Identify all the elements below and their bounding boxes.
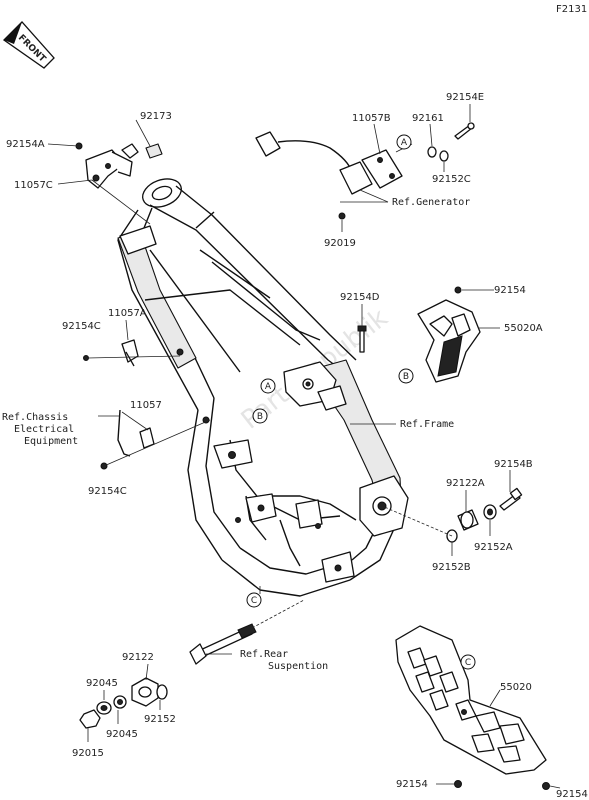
pivot-bolt: [189, 623, 257, 665]
label-92015: 92015: [72, 748, 104, 759]
label-92154b: 92154B: [494, 459, 533, 470]
label-92152: 92152: [144, 714, 176, 725]
label-92122: 92122: [122, 652, 154, 663]
ref-frame: Ref.Frame: [400, 419, 454, 430]
label-92045-b: 92045: [106, 729, 138, 740]
label-55020: 55020: [500, 682, 532, 693]
label-11057b: 11057B: [352, 113, 391, 124]
label-92154a: 92154A: [6, 139, 45, 150]
front-arrow-icon: FRONT: [2, 21, 55, 69]
washer-92152: [156, 684, 168, 700]
label-92019: 92019: [324, 238, 356, 249]
label-92173: 92173: [140, 111, 172, 122]
bracket-11057a: [83, 339, 139, 367]
label-92122a: 92122A: [446, 478, 485, 489]
svg-text:A: A: [401, 138, 408, 148]
callout-b-frame: B: [252, 408, 268, 424]
label-92161: 92161: [412, 113, 444, 124]
cap-92173: [145, 143, 163, 159]
label-92154d: 92154D: [340, 292, 380, 303]
bracket-11057: [100, 427, 155, 470]
ref-generator: Ref.Generator: [392, 197, 470, 208]
svg-text:C: C: [251, 596, 257, 606]
leader-lines: [47, 104, 561, 789]
ref-chassis-line1: Ref.Chassis: [2, 412, 68, 423]
cover-55020a: [417, 286, 481, 383]
washer-92045-b: [113, 695, 127, 709]
label-11057c: 11057C: [14, 180, 53, 191]
label-92154c-b: 92154C: [88, 486, 127, 497]
label-92152a: 92152A: [474, 542, 513, 553]
ref-rear-line2: Suspention: [268, 661, 328, 672]
callout-c-frame: C: [246, 592, 262, 608]
nut-92015: [79, 709, 101, 729]
label-11057a: 11057A: [108, 308, 147, 319]
label-92154-bl: 92154: [396, 779, 428, 790]
bolt-92154e: [454, 122, 475, 140]
svg-text:C: C: [465, 658, 471, 668]
collar-92152c: [439, 150, 449, 162]
svg-text:A: A: [265, 382, 272, 392]
grommet-92161: [427, 146, 437, 158]
nut-92122: [131, 677, 159, 707]
svg-text:B: B: [257, 412, 263, 422]
ref-chassis-line2: Electrical: [14, 424, 74, 435]
label-92154e: 92154E: [446, 92, 484, 103]
skid-plate-55020: [395, 625, 550, 790]
label-92045-a: 92045: [86, 678, 118, 689]
callout-a-top: A: [396, 134, 412, 150]
wire-clamp: [117, 409, 131, 457]
page-id: F2131: [556, 4, 587, 15]
bolt-92154b: [499, 487, 523, 511]
callout-b-cover: B: [398, 368, 414, 384]
callout-a-frame: A: [260, 378, 276, 394]
label-55020a: 55020A: [504, 323, 543, 334]
collar-92122a: [457, 509, 479, 531]
label-92154c-a: 92154C: [62, 321, 101, 332]
label-92152c: 92152C: [432, 174, 471, 185]
generator-sensor: [255, 131, 403, 220]
ref-chassis-line3: Equipment: [24, 436, 78, 447]
label-92152b: 92152B: [432, 562, 471, 573]
callout-c-skid: C: [460, 654, 476, 670]
washer-92045-a: [96, 701, 112, 715]
reference-labels: Ref.Generator Ref.Frame Ref.Chassis Elec…: [2, 197, 470, 672]
label-11057: 11057: [130, 400, 162, 411]
bracket-11057c: [75, 142, 139, 189]
part-labels: 92173 92154A 11057C 11057B 92161 92154E …: [6, 92, 588, 800]
collar-92152a: [483, 504, 497, 520]
frame-body: [117, 178, 409, 597]
svg-text:B: B: [403, 372, 409, 382]
ref-rear-line1: Ref.Rear: [240, 649, 288, 660]
label-92154-br: 92154: [556, 789, 588, 800]
label-92154-top: 92154: [494, 285, 526, 296]
